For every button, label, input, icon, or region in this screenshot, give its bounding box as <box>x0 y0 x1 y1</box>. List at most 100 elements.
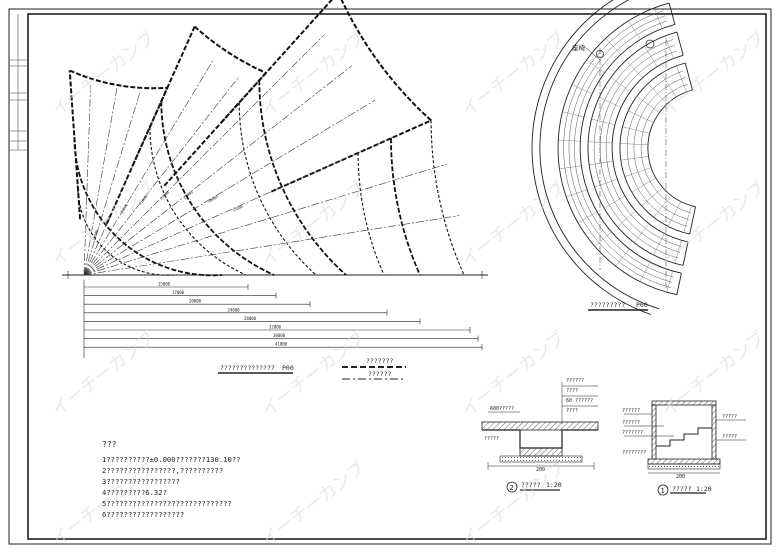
seating-outer-ring <box>531 0 651 315</box>
detail2-label: ??????? <box>622 430 644 436</box>
radial-line <box>83 101 162 276</box>
fan-plan-caption: ?????????????? <box>220 364 275 372</box>
fan-arc <box>390 138 421 276</box>
detail1-label: 600????? <box>490 406 515 412</box>
detail2-label: ?????? <box>622 420 641 426</box>
dimension-label: 17000 <box>172 290 185 295</box>
dimension-label: 28000 <box>244 316 257 321</box>
radial-dimension-label: 21000 <box>138 195 148 206</box>
seat-divider <box>566 189 588 197</box>
dimension-label: 41000 <box>275 342 288 347</box>
seat-divider <box>558 139 581 142</box>
title-strip <box>9 14 28 151</box>
detail1-label: ???? <box>566 388 579 394</box>
seating-outer-ring <box>539 0 660 310</box>
detail1-label: ????? <box>484 436 500 442</box>
detail2-scale: 1:20 <box>546 481 562 489</box>
band-end <box>668 2 676 25</box>
detail2-label: ????? <box>722 414 738 420</box>
detail2-label: 200 <box>676 474 686 480</box>
legend-dashed-label: ??????? <box>366 357 394 365</box>
band-end <box>689 206 696 235</box>
radial-dimension-label: 17000 <box>104 215 112 227</box>
seating-plan-caption: ????????? <box>590 301 626 309</box>
dimension-label: 32000 <box>269 325 282 330</box>
fan-plan-scale: P00 <box>282 364 294 372</box>
detail1-label: ?????? <box>566 378 585 384</box>
wedge-outer-arc <box>69 69 168 90</box>
dimension-label: 15000 <box>158 282 171 287</box>
fan-arc <box>160 101 275 276</box>
seat-divider <box>562 111 584 118</box>
radial-dimension-label: 15000 <box>92 230 99 242</box>
seating-plan <box>531 0 696 315</box>
seat-divider <box>588 141 613 144</box>
inner-frame <box>27 13 767 540</box>
seat-divider <box>639 261 651 282</box>
radial-dimension-label: 20000 <box>120 203 129 214</box>
band-end <box>682 241 689 266</box>
seat-label: 座椅 <box>572 44 585 52</box>
radial-dimension-label: 27000 <box>183 190 194 200</box>
dimension-label: 20000 <box>189 299 202 304</box>
notes-line: 1??????????±0.000???????130.10?? <box>102 455 241 464</box>
seat-divider <box>636 96 660 113</box>
seat-divider <box>594 179 618 188</box>
seat-divider <box>620 156 649 161</box>
seat-divider <box>589 161 613 165</box>
band-end <box>676 31 684 56</box>
seat-divider <box>647 83 668 105</box>
seat-divider <box>624 167 652 177</box>
seat-divider <box>591 118 615 125</box>
seat-divider <box>644 46 658 67</box>
detail2-label: ???????? <box>622 450 647 456</box>
axis-marker <box>596 50 604 58</box>
seating-band-outer <box>557 2 677 296</box>
seat-divider <box>559 165 582 170</box>
axis-marker <box>645 39 655 49</box>
seat-row <box>593 39 679 259</box>
seat-divider <box>599 97 622 108</box>
seat-divider <box>654 7 663 29</box>
radial-line <box>83 77 239 276</box>
seat-row <box>633 77 689 220</box>
fan-arc <box>357 152 385 276</box>
seat-row <box>574 20 674 278</box>
seat-divider <box>617 210 636 227</box>
radial-dimension-label: 24000 <box>160 190 171 200</box>
seat-row <box>605 50 682 247</box>
detail1-label: ???? <box>566 408 579 414</box>
radial-line <box>83 99 376 276</box>
seat-divider <box>577 211 598 224</box>
radial-dimension-label: 33000 <box>232 205 244 213</box>
seat-divider <box>631 177 657 193</box>
notes-line: 3????????????????? <box>102 477 180 486</box>
seat-row <box>568 15 673 283</box>
step-section-detail: 1 <box>624 400 746 496</box>
seat-divider <box>664 35 674 59</box>
radial-line <box>83 60 214 276</box>
seat-divider <box>605 38 621 55</box>
seat-divider <box>653 233 665 255</box>
band-end <box>676 273 682 295</box>
seat-divider <box>628 20 641 40</box>
detail1-scale: 1:20 <box>696 485 712 493</box>
seat-divider <box>610 77 631 92</box>
wedge-outer-arc <box>193 25 267 74</box>
detail2-label: ????? <box>722 434 738 440</box>
seat-divider <box>586 59 605 73</box>
seating-band-inner <box>647 89 696 208</box>
radial-line <box>83 93 140 276</box>
seat-divider <box>666 270 673 293</box>
seat-divider <box>628 110 654 123</box>
radial-line <box>83 136 395 276</box>
notes-line: 2????????????????,?????????? <box>102 466 224 475</box>
detail2-label: ?????? <box>622 408 641 414</box>
detail1-label: 60 ?????? <box>566 398 594 404</box>
seating-plan-scale: P00 <box>636 301 648 309</box>
seat-divider <box>667 201 681 227</box>
wedge-edge <box>220 0 333 124</box>
seat-divider <box>622 126 650 134</box>
